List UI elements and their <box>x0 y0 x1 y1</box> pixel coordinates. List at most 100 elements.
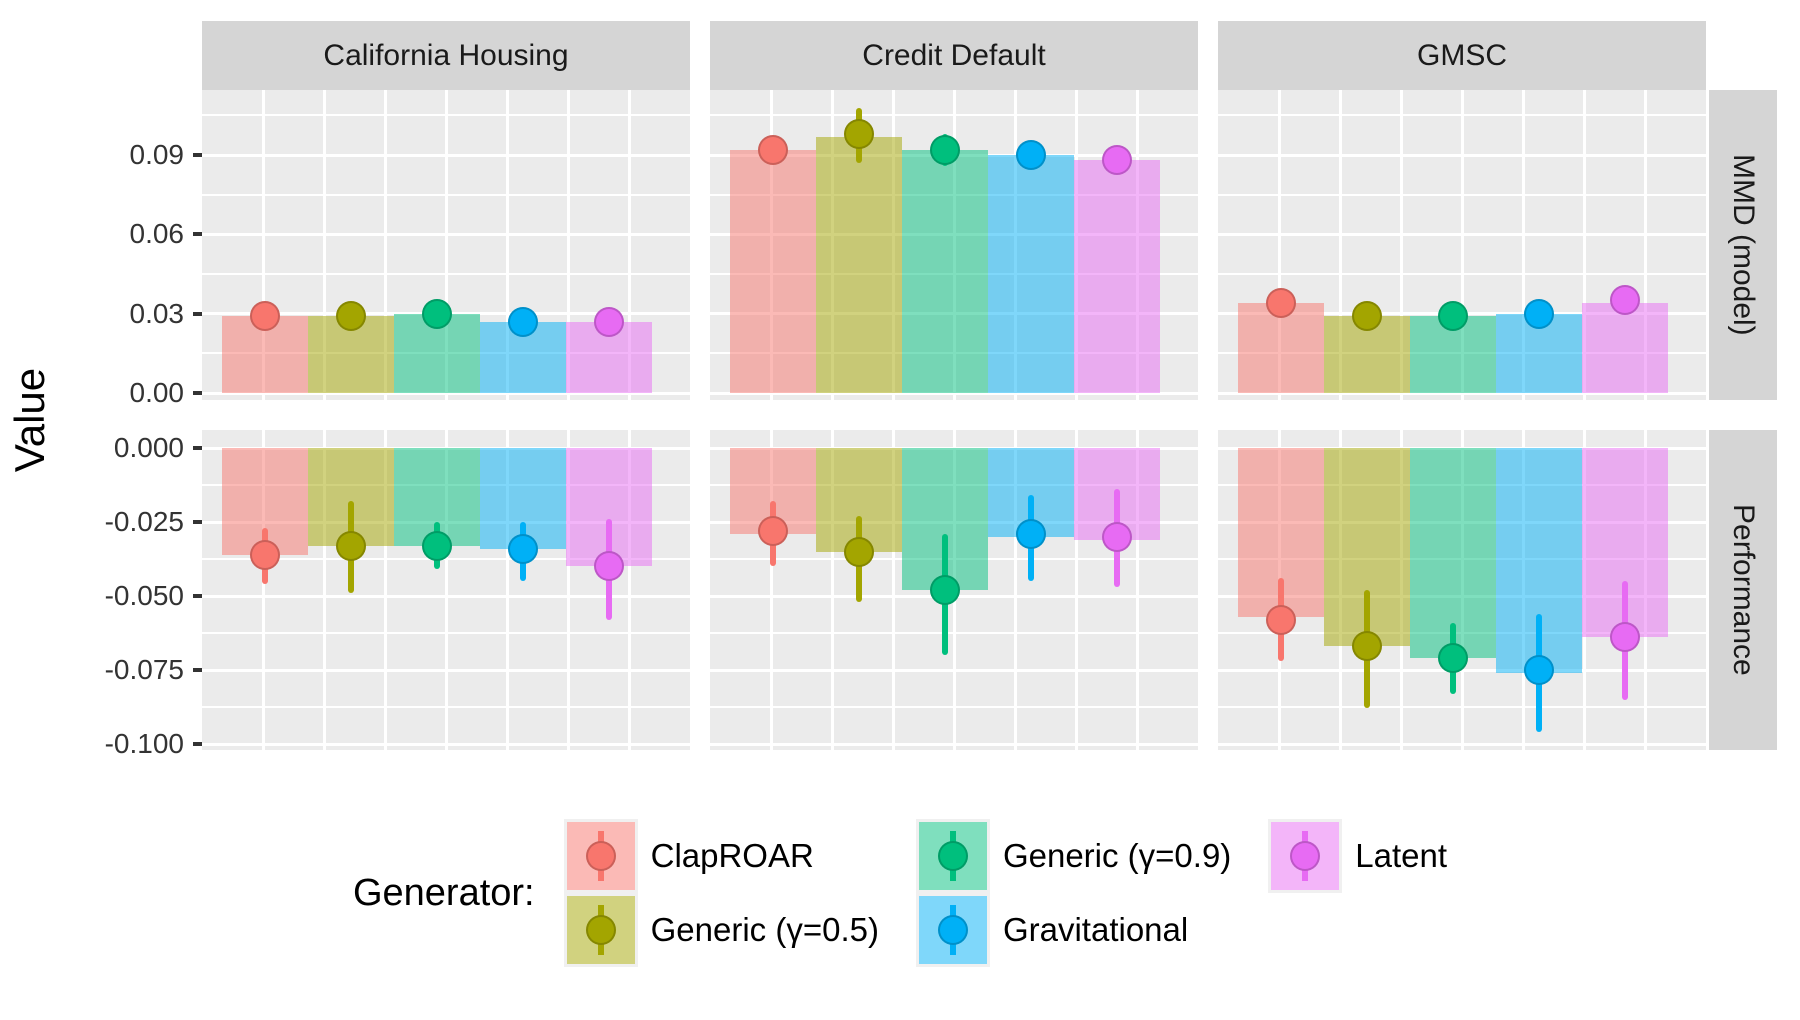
point-Latent <box>1609 285 1640 316</box>
facet-column-strip: California Housing <box>202 21 690 90</box>
gridline-vertical <box>1583 90 1586 400</box>
point-Generic (γ=0.5) <box>844 118 875 149</box>
gridline-minor <box>710 114 1198 117</box>
gridline-major <box>1218 153 1706 157</box>
gridline-vertical <box>1522 90 1525 400</box>
point-Latent <box>593 306 624 337</box>
gridline-major <box>202 742 690 746</box>
gridline-major <box>202 594 690 598</box>
point-ClapROAR <box>1266 288 1297 319</box>
gridline-vertical <box>770 430 773 750</box>
gridline-vertical <box>384 90 387 400</box>
gridline-minor <box>202 632 690 634</box>
gridline-major <box>1218 391 1706 395</box>
point-Gravitational <box>1016 518 1047 549</box>
gridline-minor <box>1218 193 1706 196</box>
gridline-major <box>202 391 690 395</box>
bar-Generic (γ=0.5) <box>816 136 903 393</box>
point-Generic (γ=0.9) <box>1438 301 1469 332</box>
facet-panel <box>202 430 690 750</box>
legend-point-glyph <box>1290 841 1321 871</box>
gridline-minor <box>202 273 690 276</box>
gridline-vertical <box>506 430 509 750</box>
gridline-vertical <box>262 90 265 400</box>
facet-column-strip: Credit Default <box>710 21 1198 90</box>
y-axis-tick-mark <box>193 520 202 524</box>
legend-entry: Generic (γ=0.5) <box>563 893 879 967</box>
bar-ClapROAR <box>1238 303 1325 393</box>
legend-label: ClapROAR <box>650 837 814 874</box>
gridline-major <box>202 153 690 157</box>
gridline-major <box>710 742 1198 746</box>
legend-key-swatch <box>915 893 990 967</box>
gridline-vertical <box>892 430 895 750</box>
gridline-minor <box>1218 273 1706 276</box>
point-Generic (γ=0.9) <box>1438 643 1469 674</box>
gridline-vertical <box>506 90 509 400</box>
gridline-major <box>202 232 690 236</box>
gridline-minor <box>1218 114 1706 117</box>
gridline-minor <box>202 558 690 560</box>
y-axis-tick-mark <box>193 446 202 450</box>
legend-column: ClapROAR Generic (γ=0.5) <box>563 819 879 967</box>
gridline-vertical <box>445 430 448 750</box>
point-Generic (γ=0.5) <box>844 536 875 567</box>
point-ClapROAR <box>250 301 281 332</box>
gridline-vertical <box>384 430 387 750</box>
gridline-major <box>1218 742 1706 746</box>
facet-panel <box>202 90 690 400</box>
point-Gravitational <box>508 533 539 564</box>
bar-ClapROAR <box>730 149 817 393</box>
gridline-vertical <box>445 90 448 400</box>
point-Generic (γ=0.5) <box>1352 631 1383 662</box>
gridline-vertical <box>628 90 631 400</box>
legend-point-glyph <box>585 915 616 945</box>
facet-panel <box>710 90 1198 400</box>
legend-point-glyph <box>937 915 968 945</box>
y-axis-tick-mark <box>193 232 202 237</box>
gridline-vertical <box>1014 430 1017 750</box>
y-axis-tick-label: -0.075 <box>104 654 184 685</box>
y-axis-tick-mark <box>193 594 202 598</box>
y-axis-tick-mark <box>193 153 202 158</box>
y-axis-tick-label: 0.000 <box>113 432 184 463</box>
gridline-vertical <box>323 430 326 750</box>
point-Gravitational <box>508 306 539 337</box>
legend-point-glyph <box>585 841 616 871</box>
facet-panel <box>1218 430 1706 750</box>
gridline-major <box>202 668 690 672</box>
legend-entry: ClapROAR <box>563 819 879 893</box>
gridline-minor <box>202 114 690 117</box>
legend-entry: Gravitational <box>915 893 1231 967</box>
bar-Gravitational <box>988 155 1075 393</box>
gridline-vertical <box>1339 90 1342 400</box>
y-axis-tick-label: -0.050 <box>104 580 184 611</box>
point-Gravitational <box>1524 655 1555 685</box>
gridline-major <box>710 391 1198 395</box>
y-axis-tick-mark <box>193 668 202 672</box>
legend-label: Latent <box>1355 837 1448 874</box>
point-ClapROAR <box>758 134 789 165</box>
point-Generic (γ=0.5) <box>1352 301 1383 332</box>
point-Generic (γ=0.5) <box>336 301 367 332</box>
point-Gravitational <box>1524 298 1555 329</box>
point-Generic (γ=0.9) <box>930 575 961 606</box>
gridline-minor <box>710 632 1198 634</box>
legend-entry: Latent <box>1268 819 1448 893</box>
gridline-minor <box>710 706 1198 708</box>
legend-label: Gravitational <box>1002 911 1189 948</box>
y-axis-tick-label: 0.03 <box>129 297 185 329</box>
bar-Latent <box>1073 160 1160 393</box>
gridline-vertical <box>567 90 570 400</box>
y-axis-tick-label: 0.06 <box>129 218 185 250</box>
legend-label: Generic (γ=0.5) <box>650 911 879 948</box>
facet-row-strip: MMD (model) <box>1709 90 1777 400</box>
y-axis-tick-label: 0.09 <box>129 139 185 171</box>
y-axis-tick-mark <box>193 391 202 395</box>
point-ClapROAR <box>250 539 281 570</box>
facet-panel <box>1218 90 1706 400</box>
gridline-vertical <box>1278 90 1281 400</box>
point-ClapROAR <box>758 515 789 546</box>
